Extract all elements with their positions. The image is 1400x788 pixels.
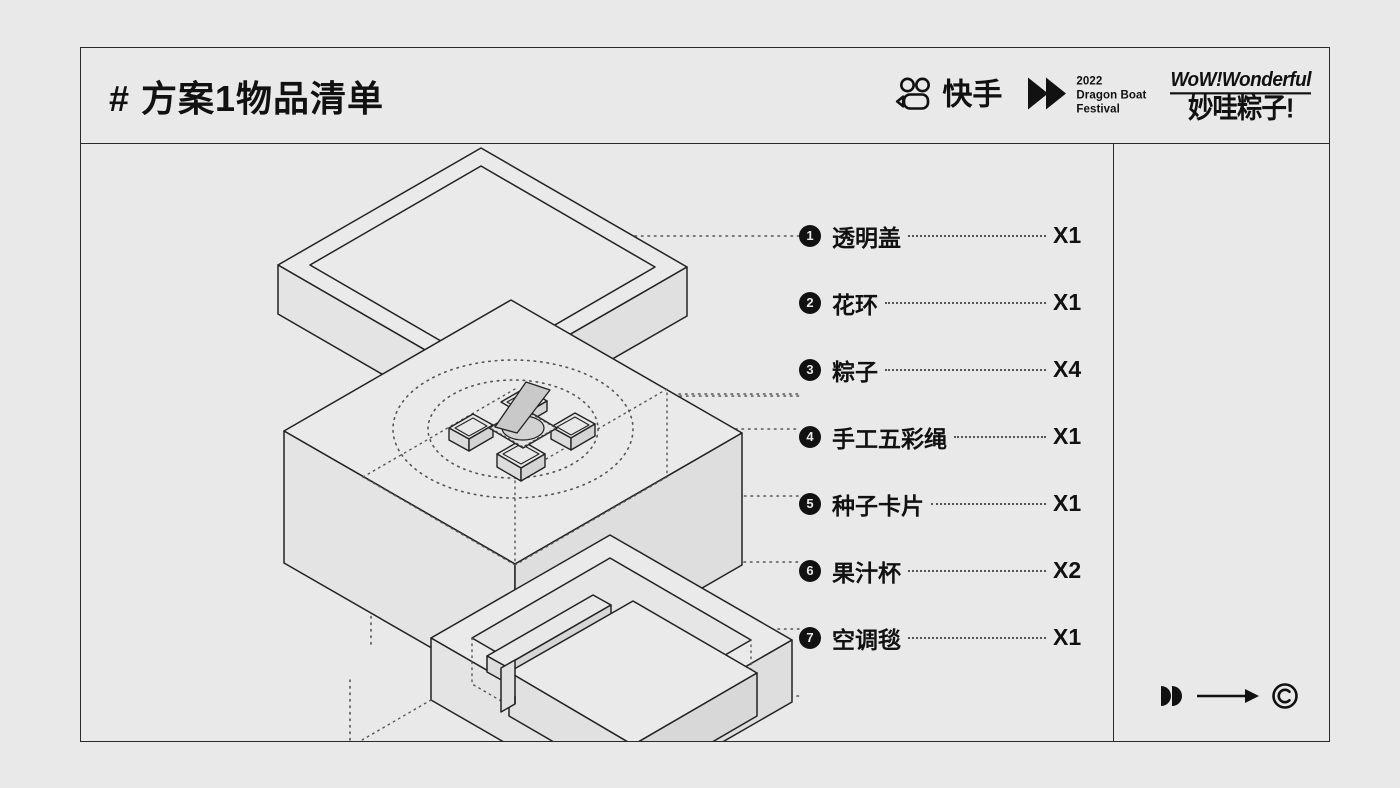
- content-area: 1 透明盖 X1 2 花环 X1 3 粽子 X4 4 手工五彩绳: [81, 144, 1329, 741]
- legend-item-3[interactable]: 3 粽子 X4: [799, 336, 1099, 403]
- legend-qty-1: X1: [1053, 222, 1082, 248]
- copyright-icon: [1271, 682, 1299, 715]
- legend-qty-7: X1: [1053, 624, 1082, 650]
- legend-bullet-6: 6: [799, 559, 821, 582]
- dragon-boat-text: 2022 Dragon Boat Festival: [1076, 75, 1147, 116]
- legend-label-2: 花环: [832, 291, 878, 318]
- wow-wonderful-logo: WoW!Wonderful 妙哇粽子!: [1170, 69, 1311, 124]
- legend-label-1: 透明盖: [832, 224, 901, 251]
- legend-item-7[interactable]: 7 空调毯 X1: [799, 604, 1099, 671]
- arrow-right-icon: [1197, 686, 1261, 711]
- legend-qty-5: X1: [1053, 490, 1082, 516]
- legend-item-5[interactable]: 5 种子卡片 X1: [799, 470, 1099, 537]
- legend-item-4[interactable]: 4 手工五彩绳 X1: [799, 403, 1099, 470]
- poster-frame: # 方案1物品清单 快手: [80, 47, 1330, 742]
- legend-item-2[interactable]: 2 花环 X1: [799, 269, 1099, 336]
- legend-qty-6: X2: [1053, 557, 1082, 583]
- kuaishou-wordmark: 快手: [942, 78, 1003, 112]
- leader-dots-6: [908, 570, 1046, 573]
- vertical-divider: [1113, 144, 1114, 741]
- legend-label-3: 粽子: [832, 358, 878, 385]
- legend-bullet-4: 4: [799, 425, 821, 448]
- legend-qty-3: X4: [1053, 356, 1082, 382]
- legend-bullet-1: 1: [799, 224, 821, 247]
- page-title: # 方案1物品清单: [109, 77, 385, 119]
- leader-dots-5: [931, 503, 1046, 506]
- legend-label-6: 果汁杯: [832, 559, 901, 586]
- brand-cluster: 快手 2022 Dragon Boat Festival WoW!Wonderf…: [895, 69, 1311, 124]
- wow-chinese-text: 妙哇粽子!: [1188, 92, 1294, 124]
- legend-item-1[interactable]: 1 透明盖 X1: [799, 202, 1099, 269]
- leader-dots-4: [954, 436, 1046, 439]
- legend-label-5: 种子卡片: [832, 492, 924, 519]
- legend-bullet-7: 7: [799, 626, 821, 649]
- leader-dots-3: [885, 369, 1046, 372]
- legend-label-4: 手工五彩绳: [832, 425, 947, 452]
- leader-dots-2: [885, 302, 1046, 305]
- legend-bullet-3: 3: [799, 358, 821, 381]
- legend-bullet-2: 2: [799, 291, 821, 314]
- dragon-boat-block: 2022 Dragon Boat Festival: [1026, 73, 1146, 118]
- legend-label-7: 空调毯: [832, 626, 901, 653]
- isometric-exploded-gift-box: [81, 144, 1113, 741]
- leader-dots-1: [908, 235, 1046, 238]
- wow-english-text: WoW!Wonderful: [1170, 69, 1311, 94]
- kuaishou-camera-icon: [895, 75, 935, 116]
- footer-mark: [1157, 682, 1299, 715]
- header-bar: # 方案1物品清单 快手: [81, 48, 1329, 144]
- legend-item-6[interactable]: 6 果汁杯 X2: [799, 537, 1099, 604]
- kuaishou-logo: 快手: [895, 75, 1002, 116]
- parts-legend: 1 透明盖 X1 2 花环 X1 3 粽子 X4 4 手工五彩绳: [799, 202, 1099, 671]
- leader-dots-7: [908, 637, 1046, 640]
- legend-bullet-5: 5: [799, 492, 821, 515]
- double-triangle-icon: [1026, 73, 1068, 118]
- legend-qty-2: X1: [1053, 289, 1082, 315]
- double-halfcircle-icon: [1157, 683, 1187, 714]
- legend-qty-4: X1: [1053, 423, 1082, 449]
